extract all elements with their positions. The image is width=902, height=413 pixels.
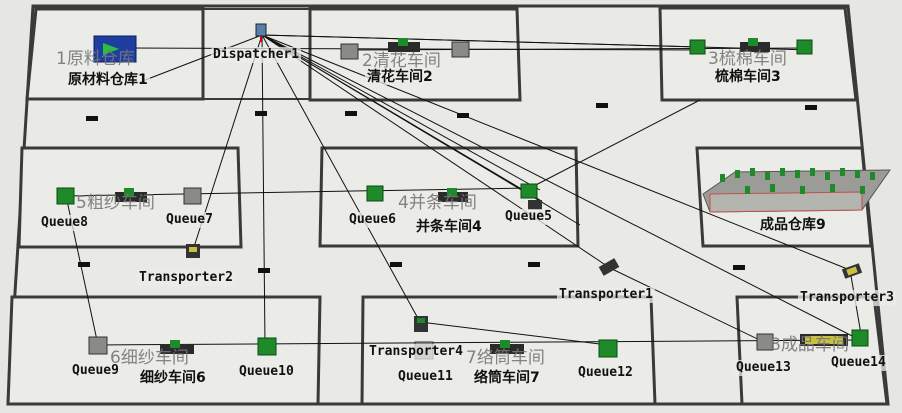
rove-shop-machines	[56, 187, 202, 205]
label-queue7[interactable]: Queue7	[164, 212, 215, 228]
area-title-card: 3梳棉车间	[708, 49, 787, 69]
label-draw-shop[interactable]: 并条车间4	[414, 219, 484, 235]
room-card-shop	[658, 6, 858, 102]
product-store-racks	[702, 168, 891, 213]
label-queue14[interactable]: Queue14	[829, 355, 888, 371]
label-queue8[interactable]: Queue8	[39, 215, 90, 231]
room-clean-shop	[308, 7, 522, 102]
label-spin-shop[interactable]: 细纱车间6	[138, 370, 208, 386]
label-queue12[interactable]: Queue12	[576, 365, 635, 381]
label-raw-store[interactable]: 原材料仓库1	[66, 72, 150, 88]
path-markers	[78, 103, 817, 273]
card-shop-machines	[689, 38, 813, 55]
transporter-objects	[186, 244, 863, 332]
finish-shop-machines	[756, 329, 869, 351]
label-transporter3[interactable]: Transporter3	[798, 290, 896, 306]
area-title-raw: 1原料仓库	[56, 49, 135, 69]
label-queue13[interactable]: Queue13	[734, 360, 793, 376]
raw-store-object	[93, 35, 137, 63]
label-queue6[interactable]: Queue6	[347, 212, 398, 228]
label-transporter2[interactable]: Transporter2	[137, 270, 235, 286]
connection-lines	[65, 34, 863, 348]
label-dispatcher[interactable]: Dispatcher1	[211, 47, 302, 63]
label-queue10[interactable]: Queue10	[237, 364, 296, 380]
label-queue9[interactable]: Queue9	[70, 363, 121, 379]
area-title-clean: 2清花车间	[362, 51, 441, 71]
area-title-draw: 4并条车间	[398, 193, 477, 213]
label-card-shop[interactable]: 梳棉车间3	[713, 69, 783, 85]
label-clean-shop[interactable]: 清花车间2	[365, 69, 435, 85]
area-title-rove: 5粗纱车间	[76, 193, 155, 213]
dispatcher-object	[255, 23, 267, 42]
area-title-finish: 8成品车间	[770, 335, 849, 355]
label-wind-shop[interactable]: 络筒车间7	[472, 370, 542, 386]
spin-shop-machines	[88, 336, 277, 356]
label-product-store[interactable]: 成品仓库9	[758, 217, 828, 233]
draw-shop-machines	[366, 183, 542, 210]
clean-shop-machines	[340, 38, 470, 60]
label-transporter4[interactable]: Transporter4	[367, 344, 465, 360]
label-queue11[interactable]: Queue11	[396, 369, 455, 385]
area-title-wind: 7络筒车间	[466, 348, 545, 368]
label-queue5[interactable]: Queue5	[503, 209, 554, 225]
area-title-spin: 6细纱车间	[110, 348, 189, 368]
label-transporter1[interactable]: Transporter1	[557, 287, 655, 303]
